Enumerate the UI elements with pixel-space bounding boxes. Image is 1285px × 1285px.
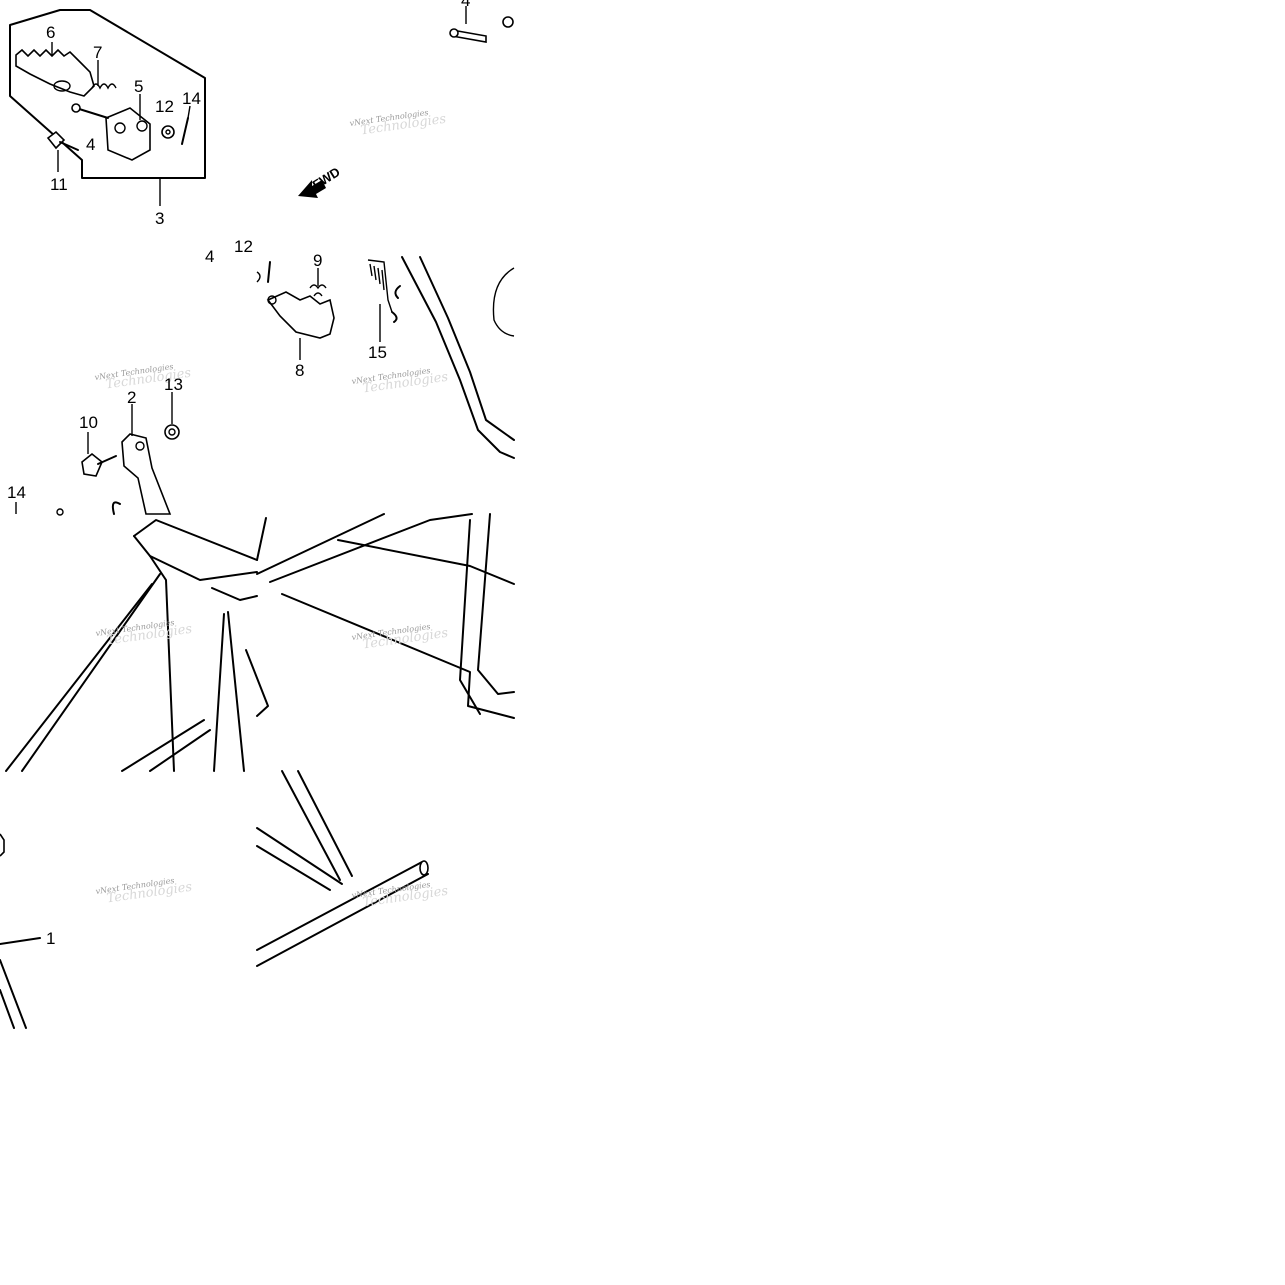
watermark-7: Technologies vNext Technologies — [351, 880, 449, 910]
callout-11: 11 — [50, 175, 68, 194]
watermark-5: Technologies vNext Technologies — [351, 622, 449, 652]
nut-13 — [164, 424, 180, 440]
callout-4-left: 4 — [86, 135, 95, 154]
main-stand-left — [5, 519, 269, 772]
side-stand-leg — [401, 256, 515, 459]
callout-4-mid: 4 — [205, 247, 214, 266]
washer-12 — [161, 125, 175, 139]
footrest-assembly-group — [9, 9, 206, 206]
callout-14-top: 14 — [182, 89, 201, 108]
fwd-arrow-icon — [298, 180, 326, 198]
footrest-peg-6 — [15, 48, 95, 97]
fwd-label: FWD — [310, 164, 343, 192]
stand-spring-15 — [367, 259, 393, 313]
bolt-10 — [81, 452, 103, 477]
bolt-11 — [46, 130, 66, 150]
callout-1: 1 — [46, 929, 55, 948]
watermark-3: Technologies vNext Technologies — [351, 366, 449, 396]
main-stand-right — [256, 513, 515, 719]
watermark-6: Technologies vNext Technologies — [95, 876, 193, 906]
watermark-1: Technologies vNext Technologies — [349, 108, 447, 138]
watermark-4: Technologies vNext Technologies — [95, 618, 193, 648]
callout-4-top: 4 — [461, 0, 470, 10]
stand-foot-left — [0, 833, 41, 1029]
stand-foot-right — [256, 770, 429, 967]
callout-9: 9 — [313, 251, 322, 270]
stand-bracket-2 — [121, 433, 172, 515]
stand-pivot-group — [15, 392, 180, 516]
callout-7: 7 — [93, 43, 102, 62]
callout-3: 3 — [155, 209, 164, 228]
spring-9 — [309, 284, 327, 297]
cotter-pin-14 — [181, 117, 189, 145]
callout-12-mid: 12 — [234, 237, 253, 256]
callout-6: 6 — [46, 23, 55, 42]
callout-10: 10 — [79, 413, 98, 432]
spring-7 — [91, 83, 117, 90]
footrest-bracket — [105, 107, 151, 161]
callout-15: 15 — [368, 343, 387, 362]
callout-5: 5 — [134, 77, 143, 96]
callout-14-left: 14 — [7, 483, 26, 502]
fwd-tile — [298, 6, 514, 198]
callout-12-top: 12 — [155, 97, 174, 116]
footrest-peg-8 — [266, 291, 335, 339]
callout-8: 8 — [295, 361, 304, 380]
callout-2: 2 — [127, 388, 136, 407]
right-footrest-group — [256, 256, 515, 459]
callout-13: 13 — [164, 375, 183, 394]
